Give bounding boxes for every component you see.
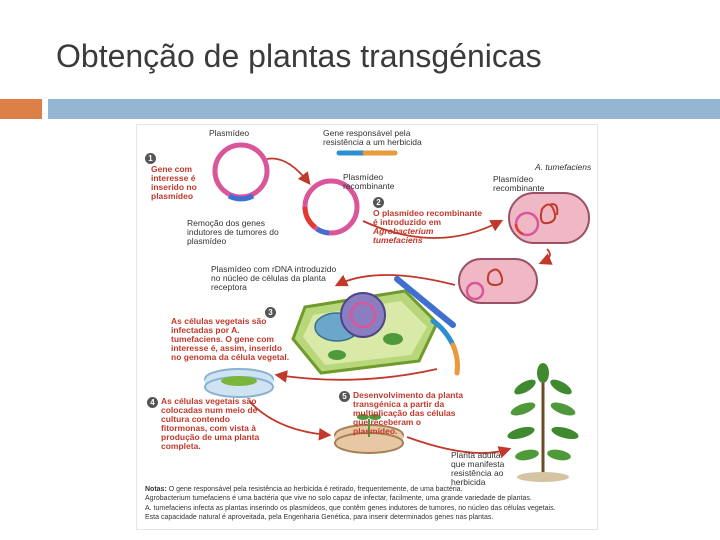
recombinant-plasmid-label: Plasmídeo recombinante xyxy=(343,172,395,191)
slide-title: Obtenção de plantas transgénicas xyxy=(56,38,542,74)
sprout-dish-icon xyxy=(334,414,404,454)
transgenic-plant-diagram: Plasmídeo Gene responsável pela resistên… xyxy=(136,124,598,530)
step-2-number: 2 xyxy=(373,197,384,208)
figure-notes: Notas: O gene responsável pela resistênc… xyxy=(145,486,556,522)
plasmid-icon xyxy=(212,142,270,202)
step-3-number: 3 xyxy=(265,307,276,318)
recombinant-plasmid-label-2: Plasmídeo recombinante xyxy=(493,174,545,193)
step-5-text: Desenvolvimento da planta transgénica a … xyxy=(353,390,464,436)
title-divider-bar xyxy=(48,99,720,119)
inserted-gene-segment xyxy=(394,276,460,376)
step-4-number: 4 xyxy=(147,397,158,408)
petri-dish-icon xyxy=(204,368,274,398)
bacterium-icon xyxy=(458,258,538,304)
gene-of-interest-label: Gene com interesse é inserido no plasmíd… xyxy=(151,164,197,201)
plant-cell-icon xyxy=(291,289,439,375)
step-4-text: As células vegetais são colocadas num me… xyxy=(161,396,260,451)
adult-plant-icon xyxy=(507,363,579,482)
plasmid-label: Plasmídeo xyxy=(209,128,250,138)
step-3-text: As células vegetais são infectadas por A… xyxy=(171,316,290,362)
recombinant-plasmid-icon xyxy=(302,178,360,236)
bacterium-icon xyxy=(508,192,590,244)
a-tumefaciens-label: A. tumefaciens xyxy=(535,162,592,172)
diagram-artwork xyxy=(204,142,590,482)
title-accent-bar xyxy=(0,99,42,119)
step-5-number: 5 xyxy=(339,391,350,402)
step-1-number: 1 xyxy=(145,153,156,164)
tumor-genes-removal-label: Remoção dos genes indutores de tumores d… xyxy=(187,218,279,246)
process-arrows xyxy=(248,157,553,459)
step-2-text: O plasmídeo recombinante é introduzido e… xyxy=(373,208,483,245)
adult-plant-label: Planta adulta que manifesta resistência … xyxy=(451,450,505,487)
rdna-plasmid-label: Plasmídeo com rDNA introduzido no núcleo… xyxy=(211,264,337,292)
herbicide-gene-label: Gene responsável pela resistência a um h… xyxy=(323,128,422,147)
